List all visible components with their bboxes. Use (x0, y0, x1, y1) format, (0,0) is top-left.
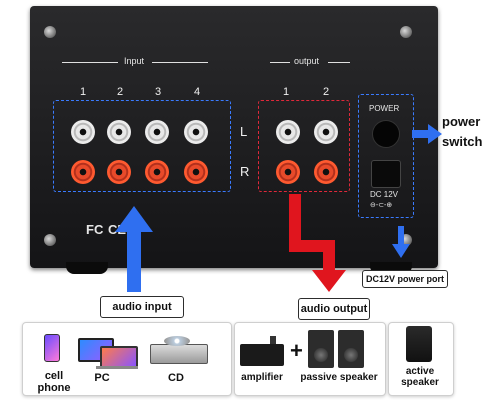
output-2-left-jack (314, 120, 338, 144)
amplifier-label: amplifier (241, 372, 283, 383)
right-channel-label: R (240, 164, 250, 179)
speaker-driver-icon (344, 348, 358, 362)
output-header: output (294, 56, 320, 66)
polarity-symbol: ⊖-⊂-⊕ (370, 202, 393, 209)
input-4-right-jack (184, 160, 208, 184)
screw-top-left (44, 26, 56, 38)
passive-speaker-label: passive speaker (300, 372, 378, 383)
active-speaker-label: active speaker (401, 366, 439, 388)
audio-output-arrow (289, 194, 346, 292)
input-channel-number: 3 (155, 86, 162, 98)
input-1-right-jack (71, 160, 95, 184)
device-foot-left (66, 262, 108, 274)
input-channel-number: 4 (194, 86, 201, 98)
input-3-right-jack (145, 160, 169, 184)
screw-top-right (400, 26, 412, 38)
screw-bottom-left (44, 234, 56, 246)
dc-voltage-label: DC 12V (370, 190, 399, 199)
left-channel-label: L (240, 124, 248, 139)
audio-output-callout: audio output (298, 298, 370, 320)
input-3-left-jack (145, 120, 169, 144)
power-label: POWER (369, 104, 400, 113)
cd-player-icon (150, 344, 208, 364)
output-jacks-highlight (258, 100, 350, 192)
laptop-base-icon (96, 366, 138, 369)
input-1-left-jack (71, 120, 95, 144)
cd-label: CD (168, 372, 184, 384)
power-section-highlight (358, 94, 414, 218)
input-channel-number: 1 (80, 86, 87, 98)
output-header-line-right (328, 62, 350, 63)
amplifier-icon (240, 344, 284, 366)
plus-sign: + (290, 338, 303, 363)
speaker-driver-icon (314, 348, 328, 362)
input-header-line-left (62, 62, 118, 63)
dc-power-port-callout: DC12V power port (362, 270, 448, 288)
input-header-line-right (152, 62, 208, 63)
active-speaker-icon (406, 326, 432, 362)
pc-label: PC (94, 372, 110, 384)
dc-port-arrow (392, 226, 410, 258)
power-button[interactable] (372, 120, 400, 148)
cell-phone-icon (44, 334, 60, 362)
output-2-right-jack (314, 160, 338, 184)
power-switch-callout: power switch (442, 114, 483, 149)
power-switch-arrow (412, 124, 442, 144)
input-header: Input (124, 56, 145, 66)
laptop-icon (100, 346, 138, 368)
input-channel-number: 2 (117, 86, 124, 98)
input-2-right-jack (107, 160, 131, 184)
dc-power-jack (371, 160, 401, 188)
output-channel-number: 2 (323, 86, 330, 98)
audio-input-callout: audio input (100, 296, 184, 318)
input-jacks-highlight (53, 100, 231, 192)
output-header-line-left (270, 62, 290, 63)
amplifier-tube-icon (270, 336, 276, 344)
input-4-left-jack (184, 120, 208, 144)
output-channel-number: 1 (283, 86, 290, 98)
cd-disc-icon (164, 336, 190, 346)
output-1-right-jack (276, 160, 300, 184)
fc-mark: FC (86, 222, 104, 237)
audio-switcher-rear-panel (30, 6, 438, 268)
output-1-left-jack (276, 120, 300, 144)
input-2-left-jack (107, 120, 131, 144)
audio-input-arrow (115, 206, 153, 292)
cell-phone-label: cell phone (37, 370, 71, 394)
